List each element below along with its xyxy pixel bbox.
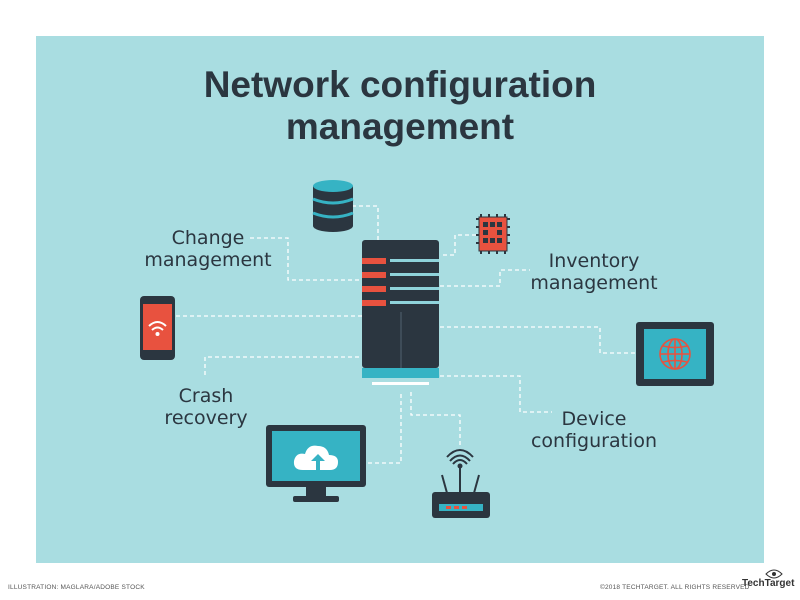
label-device-configuration: Device configuration (530, 408, 658, 452)
connector-database (352, 205, 379, 240)
eye-icon (765, 569, 783, 579)
illustration-credit: ILLUSTRATION: MAGLARA/ADOBE STOCK (8, 584, 145, 591)
connector-inventory (440, 269, 530, 287)
brand-logo: TechTarget (742, 578, 795, 589)
phone-wifi-icon (140, 296, 175, 360)
connector-crash (204, 356, 362, 375)
connector-monitor (368, 392, 402, 464)
connector-lines (176, 205, 636, 464)
database-icon (312, 180, 354, 232)
connector-router (410, 392, 461, 446)
title-line-2: management (285, 106, 515, 147)
connector-tablet (440, 326, 636, 354)
tablet-globe-icon (636, 322, 714, 386)
connector-chip (440, 234, 476, 256)
label-crash-recovery: Crash recovery (164, 385, 248, 429)
title-line-1: Network configuration (203, 64, 597, 105)
wifi-router-icon (432, 449, 490, 518)
monitor-cloud-upload-icon (266, 425, 366, 502)
label-change-management: Change management (144, 227, 272, 271)
chip-icon (476, 214, 510, 254)
page-title: Network configuration management (0, 64, 800, 148)
connector-device (440, 375, 552, 413)
copyright-notice: ©2018 TECHTARGET. ALL RIGHTS RESERVED (600, 584, 750, 591)
label-inventory-management: Inventory management (530, 250, 658, 294)
connector-change (250, 237, 362, 281)
server-rack-icon (362, 240, 439, 385)
